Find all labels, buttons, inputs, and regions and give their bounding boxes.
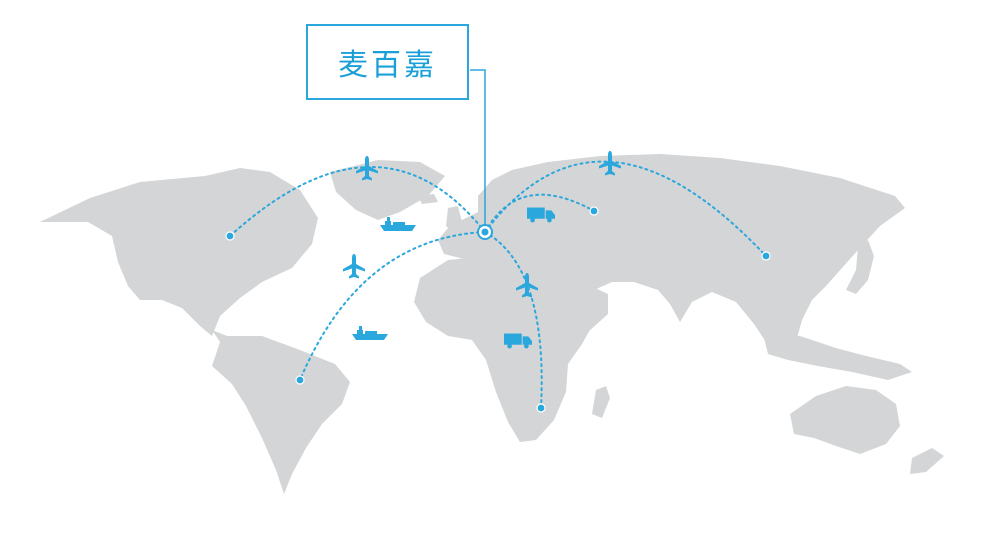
route-europe-south-america xyxy=(299,231,486,381)
land-north-america xyxy=(40,168,318,336)
hub-europe xyxy=(481,228,489,236)
company-label-box: 麦百嘉 xyxy=(306,24,469,100)
land-arabia xyxy=(548,280,608,332)
land-japan xyxy=(846,240,874,294)
endpoint-north-america xyxy=(225,231,235,241)
land-eurasia xyxy=(438,154,905,352)
company-name: 麦百嘉 xyxy=(338,48,437,83)
label-leader-line xyxy=(470,69,486,232)
endpoint-east-asia xyxy=(761,251,771,261)
route-europe-southern-africa xyxy=(484,231,543,409)
endpoint-russia xyxy=(589,206,599,216)
landmasses xyxy=(40,154,944,494)
land-south-america xyxy=(212,336,350,494)
land-africa xyxy=(414,256,592,442)
land-iceland xyxy=(418,194,438,204)
land-greenland xyxy=(330,160,445,220)
land-madagascar xyxy=(592,386,610,418)
land-arctic-islands xyxy=(200,176,262,196)
route-europe-russia xyxy=(484,193,595,233)
land-australia xyxy=(790,386,900,454)
endpoint-south-america xyxy=(295,375,305,385)
cargo-ship-icon xyxy=(352,326,388,340)
endpoint-southern-africa xyxy=(536,403,546,413)
route-endpoints xyxy=(225,206,771,413)
land-southeast-asia xyxy=(764,336,912,380)
airplane-icon xyxy=(343,254,365,279)
cargo-ship-icon xyxy=(380,217,416,231)
land-new-zealand xyxy=(910,448,944,474)
